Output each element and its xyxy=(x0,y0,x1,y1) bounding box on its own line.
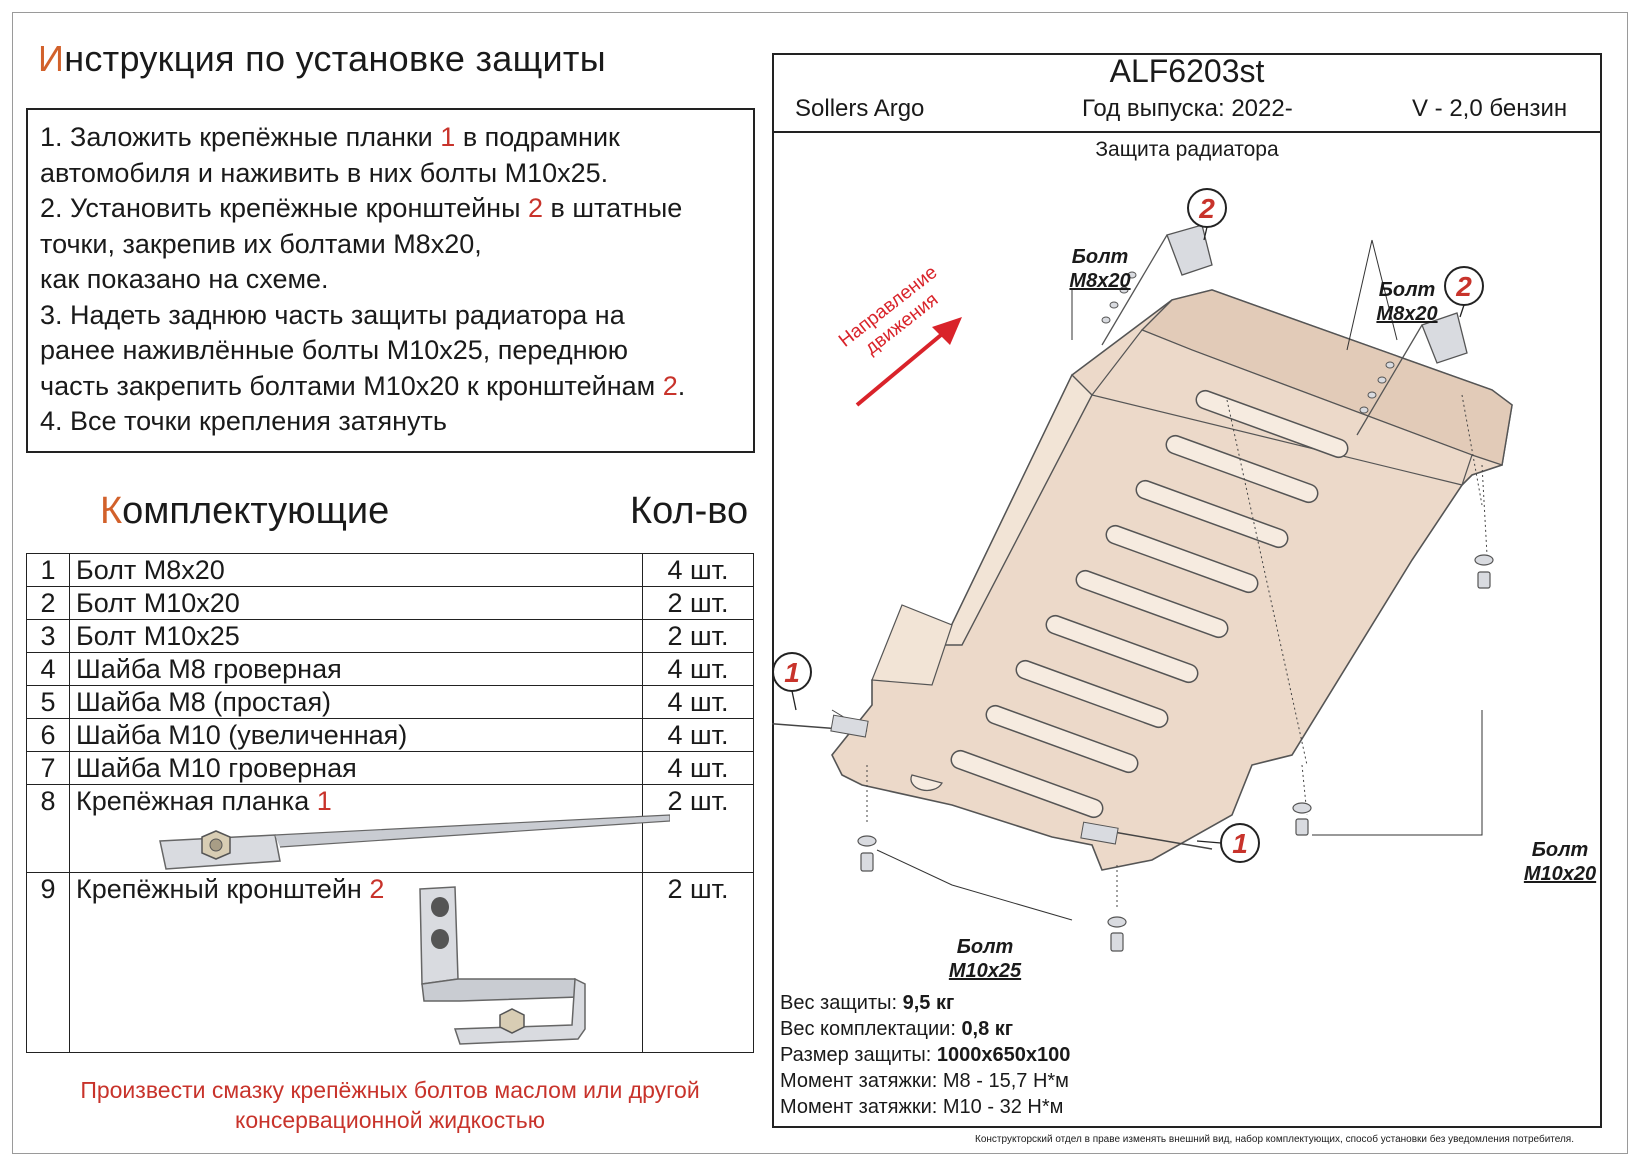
installation-diagram xyxy=(772,188,1513,952)
instruction-line: 4. Все точки крепления затянуть xyxy=(40,406,447,436)
instructions-box: 1. Заложить крепёжные планки 1 в подрамн… xyxy=(26,108,755,453)
qty-header: Кол-во xyxy=(630,490,749,532)
lubrication-note: Произвести смазку крепёжных болтов масло… xyxy=(80,1077,700,1133)
instructions-title: Инструкция по установке защиты xyxy=(38,38,606,79)
instruction-line: точки, закрепив их болтами М8х20, xyxy=(40,228,482,259)
disclaimer: Конструкторский отдел в праве изменять в… xyxy=(975,1134,1574,1145)
header-divider xyxy=(772,131,1602,133)
instruction-line: часть закрепить болтами М10х20 к кронште… xyxy=(40,370,686,401)
callout-1-right: 1 xyxy=(1232,828,1248,859)
diagram-panel xyxy=(772,53,1602,1128)
instruction-line: 3. Надеть заднюю часть защиты радиатора … xyxy=(40,299,625,330)
instruction-line: как показано на схеме. xyxy=(40,264,329,294)
callout-2-top: 2 xyxy=(1199,193,1215,224)
engine-spec: V - 2,0 бензин xyxy=(1412,95,1568,122)
page-frame xyxy=(12,12,1628,1154)
product-subtitle: Защита радиатора xyxy=(1095,138,1279,161)
kit-title: Комплектующие xyxy=(100,490,390,532)
car-model: Sollers Argo xyxy=(795,95,925,122)
instruction-line: ранее наживлённые болты М10х25, переднюю xyxy=(40,335,629,365)
callout-2-right: 2 xyxy=(1456,271,1472,302)
instruction-line: автомобиля и наживить в них болты М10х25… xyxy=(40,157,609,188)
bracket-image xyxy=(419,886,586,1045)
table-row: 8 Крепёжная планка 1 2 шт. xyxy=(26,784,754,873)
callout-1-left: 1 xyxy=(784,657,800,688)
table-row: 9 Крепёжный кронштейн 2 2 шт. xyxy=(26,872,754,1053)
instruction-line: 2. Установить крепёжные кронштейны 2 в ш… xyxy=(40,193,683,223)
production-year: Год выпуска: 2022- xyxy=(1082,95,1293,122)
mounting-plate-image xyxy=(159,814,670,870)
instruction-line: 1. Заложить крепёжные планки 1 в подрамн… xyxy=(40,122,620,152)
product-code: ALF6203st xyxy=(1109,53,1265,89)
product-specs: Вес защиты: 9,5 кг Вес комплектации: 0,8… xyxy=(780,992,1071,1118)
